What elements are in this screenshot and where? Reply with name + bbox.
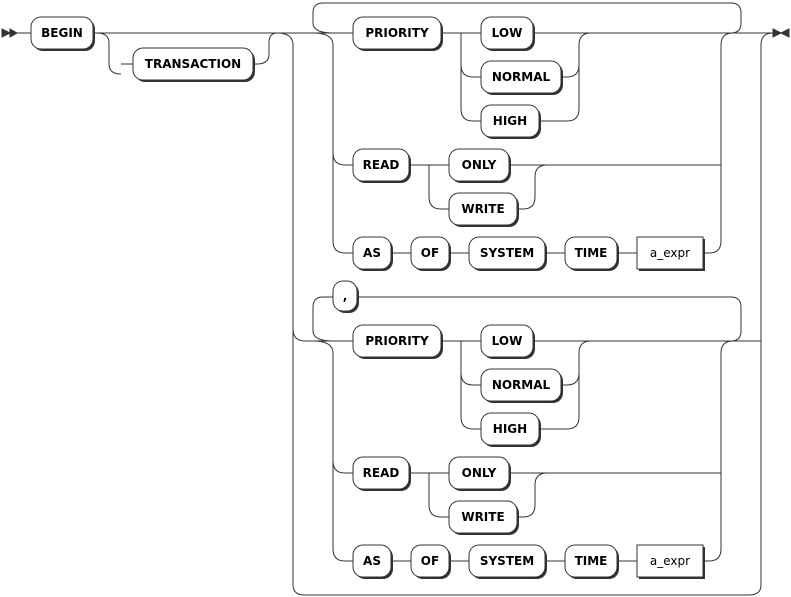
keyword-transaction: TRANSACTION [132,47,255,82]
svg-text:HIGH: HIGH [493,114,527,128]
svg-text:ONLY: ONLY [462,158,497,172]
keyword-as: AS [352,236,393,271]
keyword-of: OF [410,236,451,271]
keyword-high: HIGH [480,412,541,447]
keyword-priority: PRIORITY [352,16,443,51]
keyword-time: TIME [564,544,619,579]
keyword-normal: NORMAL [480,60,563,95]
keyword-read: READ [352,148,411,183]
svg-text:AS: AS [363,246,381,260]
svg-text:SYSTEM: SYSTEM [480,246,534,260]
keyword-high: HIGH [480,104,541,139]
svg-text:LOW: LOW [492,334,523,348]
svg-text:OF: OF [421,246,439,260]
end-marker-icon [772,28,790,38]
svg-text:BEGIN: BEGIN [41,26,83,40]
svg-text:READ: READ [363,158,400,172]
svg-text:PRIORITY: PRIORITY [365,334,429,348]
svg-text:a_expr: a_expr [650,554,690,568]
svg-text:TRANSACTION: TRANSACTION [145,57,241,71]
keyword-only: ONLY [448,456,511,491]
svg-text:NORMAL: NORMAL [492,378,551,392]
keyword-of: OF [410,544,451,579]
keyword-read: READ [352,456,411,491]
svg-text:SYSTEM: SYSTEM [480,554,534,568]
nonterminal-a-expr: a_expr [636,236,705,271]
keyword-normal: NORMAL [480,368,563,403]
svg-text:TIME: TIME [575,554,608,568]
keyword-write: WRITE [448,500,519,535]
svg-text:OF: OF [421,554,439,568]
keyword-comma: , [332,280,359,313]
keyword-system: SYSTEM [468,236,547,271]
start-marker-icon [1,28,19,38]
keyword-low: LOW [480,16,535,51]
connector-lines [17,2,774,596]
svg-text:TIME: TIME [575,246,608,260]
svg-text:HIGH: HIGH [493,422,527,436]
keyword-only: ONLY [448,148,511,183]
keyword-priority: PRIORITY [352,324,443,359]
svg-text:READ: READ [363,466,400,480]
svg-text:NORMAL: NORMAL [492,70,551,84]
svg-text:,: , [343,289,348,303]
keyword-time: TIME [564,236,619,271]
keyword-write: WRITE [448,192,519,227]
svg-text:WRITE: WRITE [461,202,504,216]
svg-text:a_expr: a_expr [650,246,690,260]
svg-text:AS: AS [363,554,381,568]
svg-text:WRITE: WRITE [461,510,504,524]
keyword-system: SYSTEM [468,544,547,579]
nonterminal-a-expr: a_expr [636,544,705,579]
svg-text:ONLY: ONLY [462,466,497,480]
keyword-begin: BEGIN [30,16,95,51]
keyword-as: AS [352,544,393,579]
svg-text:PRIORITY: PRIORITY [365,26,429,40]
svg-text:LOW: LOW [492,26,523,40]
keyword-low: LOW [480,324,535,359]
